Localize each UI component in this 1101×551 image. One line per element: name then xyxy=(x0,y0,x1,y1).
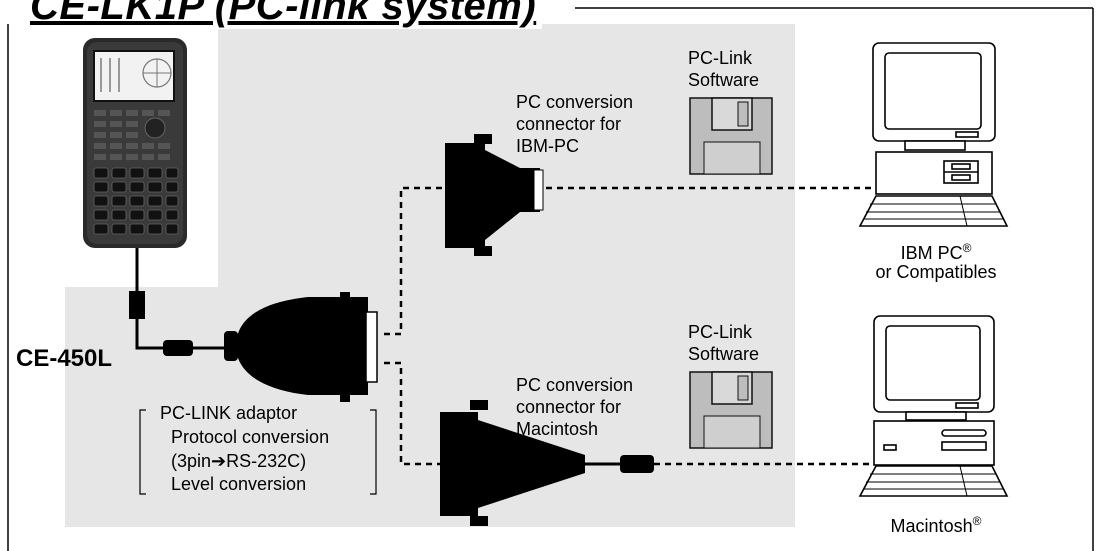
top-software-line-2: Software xyxy=(688,70,760,90)
floppy-disk-bottom xyxy=(689,371,773,449)
ibm-pc-label: IBM PC® xyxy=(868,238,1004,264)
ibm-connector-line-2: connector for xyxy=(516,114,622,134)
mac-connector-line-1: PC conversion xyxy=(516,375,634,395)
top-software-line-1: PC-Link xyxy=(688,48,753,68)
registered-mark: ® xyxy=(962,241,972,255)
adaptor-heading: PC-LINK adaptor xyxy=(160,403,298,423)
mac-connector-line-3: Macintosh xyxy=(516,419,599,439)
ibm-pc-computer xyxy=(858,42,1009,227)
serial-links xyxy=(384,186,872,466)
adaptor-line-3: Level conversion xyxy=(171,474,307,494)
adaptor-line-1: Protocol conversion xyxy=(171,427,330,447)
ce-450l-label: CE-450L xyxy=(16,345,113,372)
page-title: CE-LK1P (PC-link system) xyxy=(28,0,543,29)
bottom-software-line-1: PC-Link xyxy=(688,322,753,342)
adaptor-line-2: (3pin➔RS-232C) xyxy=(171,451,307,471)
ibm-pc-compatibles-label: or Compatibles xyxy=(875,262,997,282)
ce450l-cable xyxy=(135,248,226,350)
mac-connector xyxy=(440,400,654,526)
bottom-software-line-2: Software xyxy=(688,344,760,364)
calculator-device xyxy=(83,38,187,248)
mac-connector-line-2: connector for xyxy=(516,397,622,417)
macintosh-computer xyxy=(858,315,1009,497)
macintosh-label: Macintosh® xyxy=(868,511,1004,537)
background-panel xyxy=(65,24,795,527)
cable-plug-top xyxy=(129,291,145,319)
ibm-pc-name: IBM PC xyxy=(900,243,963,263)
floppy-disk-top xyxy=(689,97,773,175)
pc-link-adaptor xyxy=(224,292,378,402)
macintosh-name: Macintosh xyxy=(890,516,973,536)
calculator-screen xyxy=(93,50,175,102)
registered-mark: ® xyxy=(972,514,982,528)
cable-ferrite xyxy=(163,340,193,356)
ibm-connector xyxy=(445,134,544,256)
ibm-connector-line-1: PC conversion xyxy=(516,92,634,112)
adaptor-bracket xyxy=(139,409,377,495)
ibm-connector-line-3: IBM-PC xyxy=(516,136,579,156)
